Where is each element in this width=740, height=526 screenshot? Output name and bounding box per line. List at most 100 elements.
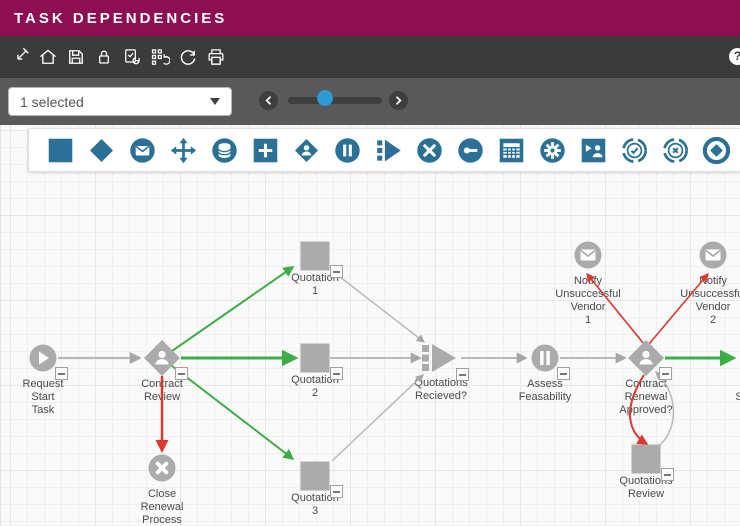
node-quotations-review[interactable] [626, 439, 666, 479]
palette-cancel-circle-icon[interactable] [415, 136, 444, 165]
save-button[interactable] [66, 47, 86, 67]
palette-schedule-square-icon[interactable] [497, 136, 526, 165]
node-label-quotations-recieved: Quotations Recieved? [414, 377, 468, 402]
palette-add-task-square-icon[interactable] [251, 136, 280, 165]
collapse-toggle-quotations-recieved[interactable] [456, 368, 469, 381]
node-label-quotation-3: Quotation 3 [291, 492, 339, 517]
zoom-slider-thumb[interactable] [316, 90, 333, 106]
diamond-shape [628, 340, 664, 376]
fit-to-screen-button[interactable] [10, 47, 30, 67]
collapse-toggle-quotation-1[interactable] [330, 265, 343, 278]
node-label-quotation-1: Quotation 1 [291, 272, 339, 297]
link-circle-icon [458, 137, 483, 163]
chevron-right-icon [396, 96, 402, 105]
node-notify-unsuccessful-vendor-1[interactable] [568, 235, 608, 275]
node-quotation-3[interactable] [295, 456, 335, 496]
lock-button[interactable] [94, 47, 114, 67]
print-button[interactable] [206, 47, 226, 67]
square-shape [300, 343, 330, 373]
node-quotations-recieved[interactable] [421, 338, 461, 378]
collapse-toggle-quotations-review[interactable] [661, 468, 674, 481]
move-arrows-icon [170, 137, 197, 163]
palette-user-task-square-icon[interactable] [579, 136, 608, 165]
palette-settings-circle-icon[interactable] [538, 136, 567, 165]
node-label-assess-feasability: Assess Feasability [518, 378, 572, 403]
lock-icon [99, 50, 109, 64]
square-shape [631, 444, 661, 474]
zoom-out-button[interactable] [259, 91, 278, 110]
node-label-next-step-offscreen: S [694, 391, 740, 404]
home-icon [40, 49, 56, 64]
diamond-shape [144, 340, 180, 376]
shape-palette [28, 128, 740, 172]
palette-message-circle-icon[interactable] [128, 136, 157, 165]
collapse-toggle-request-start-task[interactable] [55, 367, 68, 380]
add-task-square-icon [253, 138, 278, 162]
pause-circle-icon [335, 137, 360, 163]
refresh-icon [180, 50, 196, 65]
schedule-square-icon [499, 138, 524, 162]
node-label-contract-review: Contract Review [141, 378, 183, 403]
cancel-circle-icon [417, 137, 442, 163]
home-button[interactable] [38, 47, 58, 67]
palette-status-check-circle-icon[interactable] [620, 136, 649, 165]
merge-join-icon [377, 139, 401, 161]
collapse-arrows-icon [17, 47, 29, 60]
square-shape [300, 461, 330, 491]
palette-database-circle-icon[interactable] [210, 136, 239, 165]
page-title: TASK DEPENDENCIES [14, 9, 228, 27]
node-request-start-task[interactable] [23, 338, 63, 378]
node-quotation-1[interactable] [295, 236, 335, 276]
collapse-toggle-contract-review[interactable] [175, 367, 188, 380]
collapse-toggle-assess-feasability[interactable] [557, 367, 570, 380]
zoom-in-button[interactable] [389, 91, 408, 110]
status-check-circle-icon [621, 137, 648, 163]
refresh-button[interactable] [178, 47, 198, 67]
node-close-renewal-process[interactable] [142, 448, 182, 488]
database-circle-icon [212, 137, 237, 163]
palette-gateway-circle-icon[interactable] [702, 136, 731, 165]
control-bar: 1 selected [0, 78, 740, 125]
node-contract-review[interactable] [142, 338, 182, 378]
settings-circle-icon [540, 137, 565, 163]
main-toolbar: ? [0, 36, 740, 78]
node-label-notify-unsuccessful-vendor-2: Notify Unsuccessful Vendor 2 [680, 275, 740, 326]
collapse-toggle-quotation-3[interactable] [330, 485, 343, 498]
selection-dropdown-value: 1 selected [20, 93, 84, 110]
node-contract-renewal-approved[interactable] [626, 338, 666, 378]
node-quotation-2[interactable] [295, 338, 335, 378]
node-notify-unsuccessful-vendor-2[interactable] [693, 235, 733, 275]
user-task-square-icon [581, 138, 606, 162]
status-cancel-circle-icon [662, 137, 689, 163]
node-label-notify-unsuccessful-vendor-1: Notify Unsuccessful Vendor 1 [555, 275, 621, 326]
title-bar: TASK DEPENDENCIES [0, 0, 740, 36]
node-assess-feasability[interactable] [525, 338, 565, 378]
gateway-circle-icon [702, 136, 731, 164]
palette-task-square-icon[interactable] [46, 136, 75, 165]
message-circle-icon [130, 137, 155, 163]
help-button[interactable]: ? [729, 48, 740, 65]
palette-gateway-diamond-icon[interactable] [87, 136, 116, 165]
square-shape [300, 241, 330, 271]
palette-pause-circle-icon[interactable] [333, 136, 362, 165]
collapse-toggle-quotation-2[interactable] [330, 367, 343, 380]
palette-link-circle-icon[interactable] [456, 136, 485, 165]
circle-shape [699, 241, 727, 269]
palette-user-gateway-diamond-icon[interactable] [292, 136, 321, 165]
validate-button[interactable] [122, 47, 142, 67]
zoom-slider-track[interactable] [288, 97, 382, 104]
palette-move-arrows-icon[interactable] [169, 136, 198, 165]
chevron-down-icon [210, 98, 220, 105]
auto-layout-button[interactable] [150, 47, 170, 67]
selection-dropdown[interactable]: 1 selected [8, 87, 232, 116]
collapse-toggle-contract-renewal-approved[interactable] [659, 367, 672, 380]
print-icon [208, 49, 224, 65]
node-label-quotations-review: Quotations Review [619, 475, 673, 500]
circle-shape [574, 241, 602, 269]
palette-status-cancel-circle-icon[interactable] [661, 136, 690, 165]
node-label-request-start-task: Request Start Task [22, 378, 64, 416]
document-check-icon [125, 49, 140, 65]
palette-merge-join-icon[interactable] [374, 136, 403, 165]
